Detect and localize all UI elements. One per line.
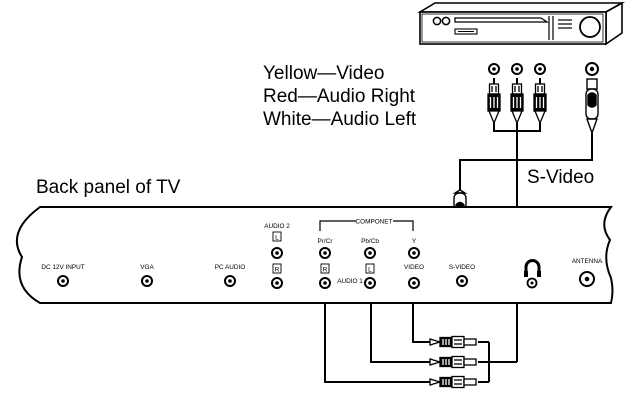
audio2-r-jack: [271, 277, 283, 289]
y-label: Y: [412, 238, 417, 245]
legend-red-audio-right: Red—Audio Right: [263, 86, 416, 107]
vga-label: VGA: [140, 264, 154, 271]
componet-bracket: [319, 220, 414, 231]
legend-white-audio-left: White—Audio Left: [263, 109, 417, 130]
componet-label: COMPONET: [356, 219, 393, 226]
device-video-out-jack: [488, 63, 500, 75]
pc-audio-label: PC AUDIO: [215, 264, 246, 271]
rca-plugs-top: [487, 78, 547, 125]
dvd-player-device: [417, 1, 626, 46]
audio1-r-mark: R: [323, 266, 328, 273]
cables: [324, 123, 593, 383]
headphone-icon: [524, 259, 541, 289]
audio2-l-jack: [271, 247, 283, 259]
device-svideo-out-jack: [585, 62, 599, 76]
s-video-jack: [456, 275, 468, 287]
audio1-l-jack: [364, 277, 376, 289]
pr-cr-label: Pr/Cr: [318, 238, 334, 245]
pb-cb-jack: [364, 247, 376, 259]
s-video-label: S-VIDEO: [449, 264, 475, 271]
vga-jack: [141, 275, 153, 287]
antenna-jack: [579, 271, 595, 287]
video-jack: [408, 277, 420, 289]
device-audio-left-out-jack: [534, 63, 546, 75]
dc-input-jack: [57, 275, 69, 287]
audio2-l-mark: L: [275, 234, 279, 241]
audio2-r-mark: R: [275, 266, 280, 273]
tv-back-panel: [15, 206, 614, 304]
antenna-label: ANTENNA: [572, 258, 603, 265]
pc-audio-jack: [224, 275, 236, 287]
dc-input-label: DC 12V INPUT: [41, 264, 84, 271]
audio1-l-mark: L: [368, 266, 372, 273]
video-label: VIDEO: [404, 264, 424, 271]
panel-labels: DC 12V INPUT VGA PC AUDIO AUDIO 2 COMPON…: [41, 219, 603, 286]
back-panel-title: Back panel of TV: [36, 177, 181, 198]
svideo-cable-label: S-Video: [527, 167, 595, 188]
audio2-label: AUDIO 2: [264, 223, 290, 230]
pr-cr-jack: [319, 247, 331, 259]
legend-yellow-video: Yellow—Video: [263, 63, 385, 84]
y-jack: [408, 247, 420, 259]
pb-cb-label: Pb/Cb: [361, 238, 379, 245]
rca-plugs-horizontal: [429, 335, 477, 389]
lr-marks: L R R L: [272, 231, 375, 274]
audio1-label: AUDIO 1: [337, 278, 363, 285]
device-audio-right-out-jack: [511, 63, 523, 75]
audio1-r-jack: [319, 277, 331, 289]
svideo-plug-top: [585, 78, 599, 136]
